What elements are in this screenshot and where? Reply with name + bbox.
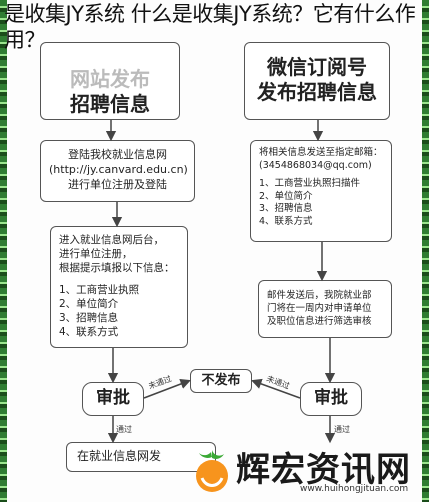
orange-logo-icon [196, 450, 228, 492]
left-step1-line: 登陆我校就业信息网 [68, 148, 167, 161]
left-step2-line: 2、单位简介 [59, 298, 119, 310]
publish-on-website-box: 在就业信息网发 [66, 442, 216, 472]
brand-watermark: 辉宏资讯网 www.huihongjituan.com [190, 440, 426, 502]
right-step2-line: 及职位信息进行筛选审核 [267, 316, 372, 327]
right-step1-line: (3454868034@qq.com) [259, 159, 372, 171]
left-step2-line: 4、联系方式 [59, 326, 119, 338]
wechat-publish-label: 微信订阅号 [267, 55, 367, 79]
right-step2-line: 邮件发送后，我院就业部 [267, 290, 372, 301]
approve-left-box: 审批 [82, 382, 144, 416]
left-step-register-box: 登陆我校就业信息网 (http://jy.canvard.edu.cn) 进行单… [40, 140, 195, 202]
page-title: 是收集JY系统 什么是收集JY系统？它有什么作用？ [4, 2, 416, 52]
left-step2-line: 1、工商营业执照 [59, 284, 140, 296]
right-step2-line: 门将在一周内对申请单位 [267, 303, 372, 314]
right-border-stripe [422, 0, 429, 502]
wechat-publish-box: 微信订阅号 发布招聘信息 [244, 42, 390, 120]
left-step2-line: 进入就业信息网后台， [59, 234, 164, 246]
website-publish-box: 网站发布 招聘信息 [40, 42, 180, 120]
passed-right-label: 通过 [334, 425, 350, 434]
left-border-stripe [0, 0, 7, 502]
website-publish-label: 网站发布 [70, 67, 150, 91]
brand-name: 辉宏资讯网 [236, 450, 411, 490]
right-step-review-box: 邮件发送后，我院就业部 门将在一周内对申请单位 及职位信息进行筛选审核 [258, 280, 392, 338]
publish-on-website-label: 在就业信息网发 [77, 449, 162, 463]
right-step1-line: 2、单位简介 [259, 190, 313, 202]
right-step1-line: 4、联系方式 [259, 215, 313, 227]
left-step2-line: 进行单位注册， [59, 248, 133, 260]
left-step2-line: 3、招聘信息 [59, 312, 119, 324]
right-step1-line: 将相关信息发送至指定邮箱： [259, 147, 383, 158]
left-step1-line: 进行单位注册及登陆 [68, 178, 167, 191]
brand-url: www.huihongjituan.com [300, 484, 409, 494]
right-step1-line: 1、工商营业执照扫描件 [259, 178, 361, 189]
right-step1-line: 3、招聘信息 [259, 203, 313, 214]
website-publish-label-2: 招聘信息 [70, 92, 150, 116]
arrow-reject-right [251, 378, 301, 399]
arrow-reject-left [143, 378, 191, 399]
wechat-publish-label-2: 发布招聘信息 [257, 80, 377, 104]
left-step2-line: 根据提示填报以下信息： [59, 262, 175, 274]
passed-left-label: 通过 [116, 425, 132, 434]
left-step-fill-info-box: 进入就业信息网后台， 进行单位注册， 根据提示填报以下信息： 1、工商营业执照 … [50, 226, 188, 348]
right-step-email-box: 将相关信息发送至指定邮箱： (3454868034@qq.com) 1、工商营业… [250, 140, 392, 242]
left-step1-line: (http://jy.canvard.edu.cn) [49, 163, 188, 176]
approve-right-box: 审批 [300, 382, 362, 416]
